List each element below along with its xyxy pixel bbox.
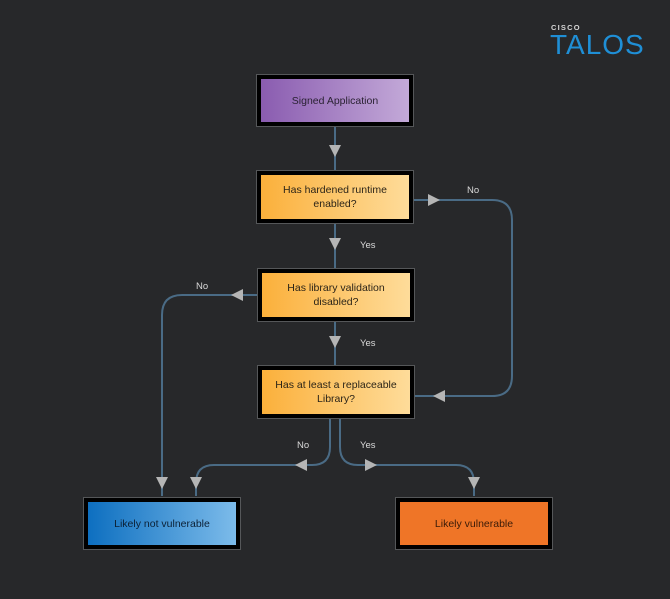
arrow-left-icon	[231, 289, 243, 301]
node-label: Signed Application	[291, 94, 379, 107]
logo-cisco-text: CISCO	[551, 23, 581, 32]
edge-label-replaceable-yes: Yes	[360, 440, 376, 451]
arrow-down-icon	[156, 477, 168, 489]
edge-hardened-no	[413, 199, 513, 397]
node-likely-not-vulnerable: Likely not vulnerable	[83, 497, 241, 550]
arrow-right-icon	[365, 459, 377, 471]
edge-label-hardened-yes: Yes	[360, 240, 376, 251]
edge-label-replaceable-no: No	[297, 440, 310, 451]
arrow-down-icon	[329, 336, 341, 348]
arrow-down-icon	[329, 238, 341, 250]
arrow-left-icon	[433, 390, 445, 402]
node-hardened-runtime: Has hardened runtime enabled?	[256, 170, 414, 224]
edge-libval-no	[161, 294, 258, 496]
edge-label-hardened-no: No	[467, 185, 480, 196]
node-signed-application: Signed Application	[256, 74, 414, 127]
logo-talos-text: TALOS	[550, 29, 645, 60]
edge-replaceable-no	[195, 418, 331, 496]
arrow-right-icon	[428, 194, 440, 206]
cisco-talos-logo: CISCO TALOS	[550, 20, 650, 62]
node-label: Has hardened runtime enabled?	[283, 184, 387, 210]
edge-label-libval-yes: Yes	[360, 338, 376, 349]
node-label: Likely not vulnerable	[114, 517, 210, 530]
node-likely-vulnerable: Likely vulnerable	[395, 497, 553, 550]
node-label: Has at least a replaceable Library?	[275, 379, 397, 405]
edge-replaceable-yes	[339, 418, 475, 496]
node-label: Has library validation disabled?	[287, 282, 385, 308]
arrow-down-icon	[329, 145, 341, 157]
node-replaceable-library: Has at least a replaceable Library?	[257, 365, 415, 419]
arrow-down-icon	[190, 477, 202, 489]
arrow-left-icon	[295, 459, 307, 471]
arrow-down-icon	[468, 477, 480, 489]
node-label: Likely vulnerable	[434, 517, 514, 530]
node-library-validation: Has library validation disabled?	[257, 268, 415, 322]
edge-label-libval-no: No	[196, 281, 209, 292]
